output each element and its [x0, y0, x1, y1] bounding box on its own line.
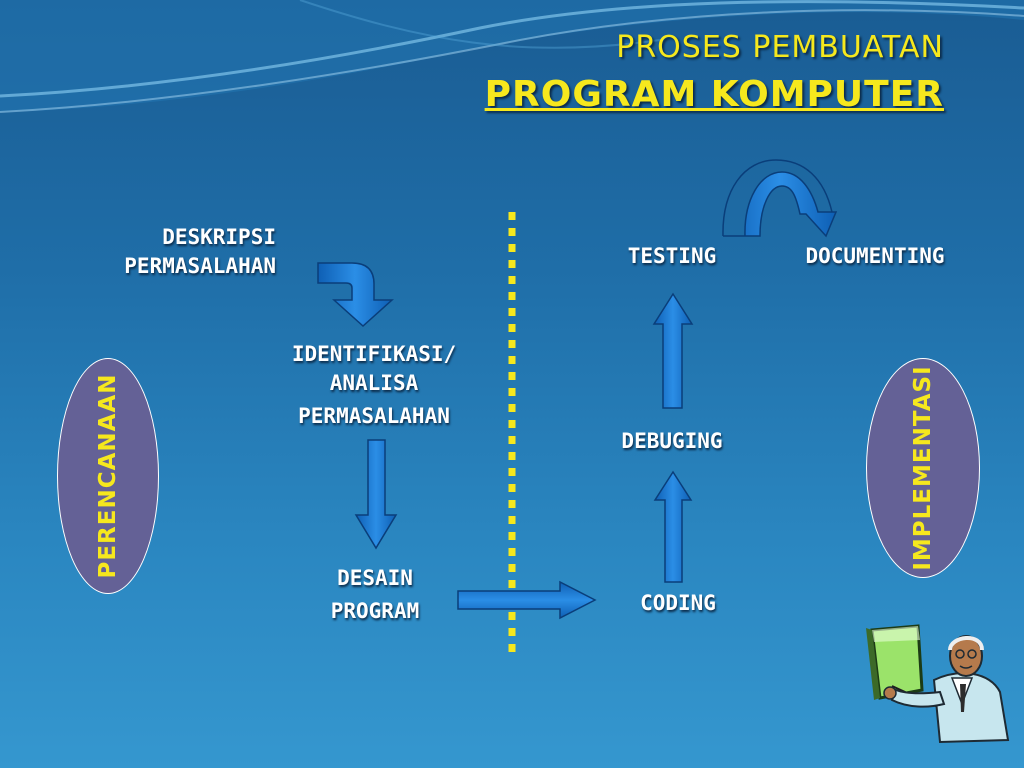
slide-title-line2: PROGRAM KOMPUTER — [484, 74, 944, 115]
arrow-identifikasi-to-desain — [354, 439, 398, 550]
arrow-deskripsi-to-identifikasi — [317, 262, 394, 328]
arrow-desain-to-coding — [457, 580, 597, 620]
step-documenting: DOCUMENTING — [805, 244, 945, 268]
step-desain-line2: PROGRAM — [330, 599, 420, 623]
step-coding: CODING — [640, 591, 716, 615]
step-desain-line1: DESAIN — [337, 566, 413, 590]
step-testing: TESTING — [627, 244, 717, 268]
slide-title-line1: PROSES PEMBUATAN — [616, 30, 944, 65]
step-deskripsi-line2: PERMASALAHAN — [124, 254, 276, 278]
wave-decoration — [0, 0, 1024, 113]
arrow-testing-to-documenting — [723, 171, 838, 238]
phase-ellipse-implementasi: IMPLEMENTASI — [866, 358, 980, 578]
phase-ellipse-perencanaan: PERENCANAAN — [57, 358, 159, 594]
arrow-coding-to-debuging — [653, 470, 693, 583]
step-identifikasi-line3: PERMASALAHAN — [298, 404, 450, 428]
step-identifikasi-line2: ANALISA — [329, 371, 419, 395]
step-deskripsi-line1: DESKRIPSI — [162, 225, 276, 249]
step-identifikasi-line1: IDENTIFIKASI/ — [291, 342, 457, 366]
arrow-debuging-to-testing — [652, 292, 694, 409]
step-debuging: DEBUGING — [621, 429, 723, 453]
